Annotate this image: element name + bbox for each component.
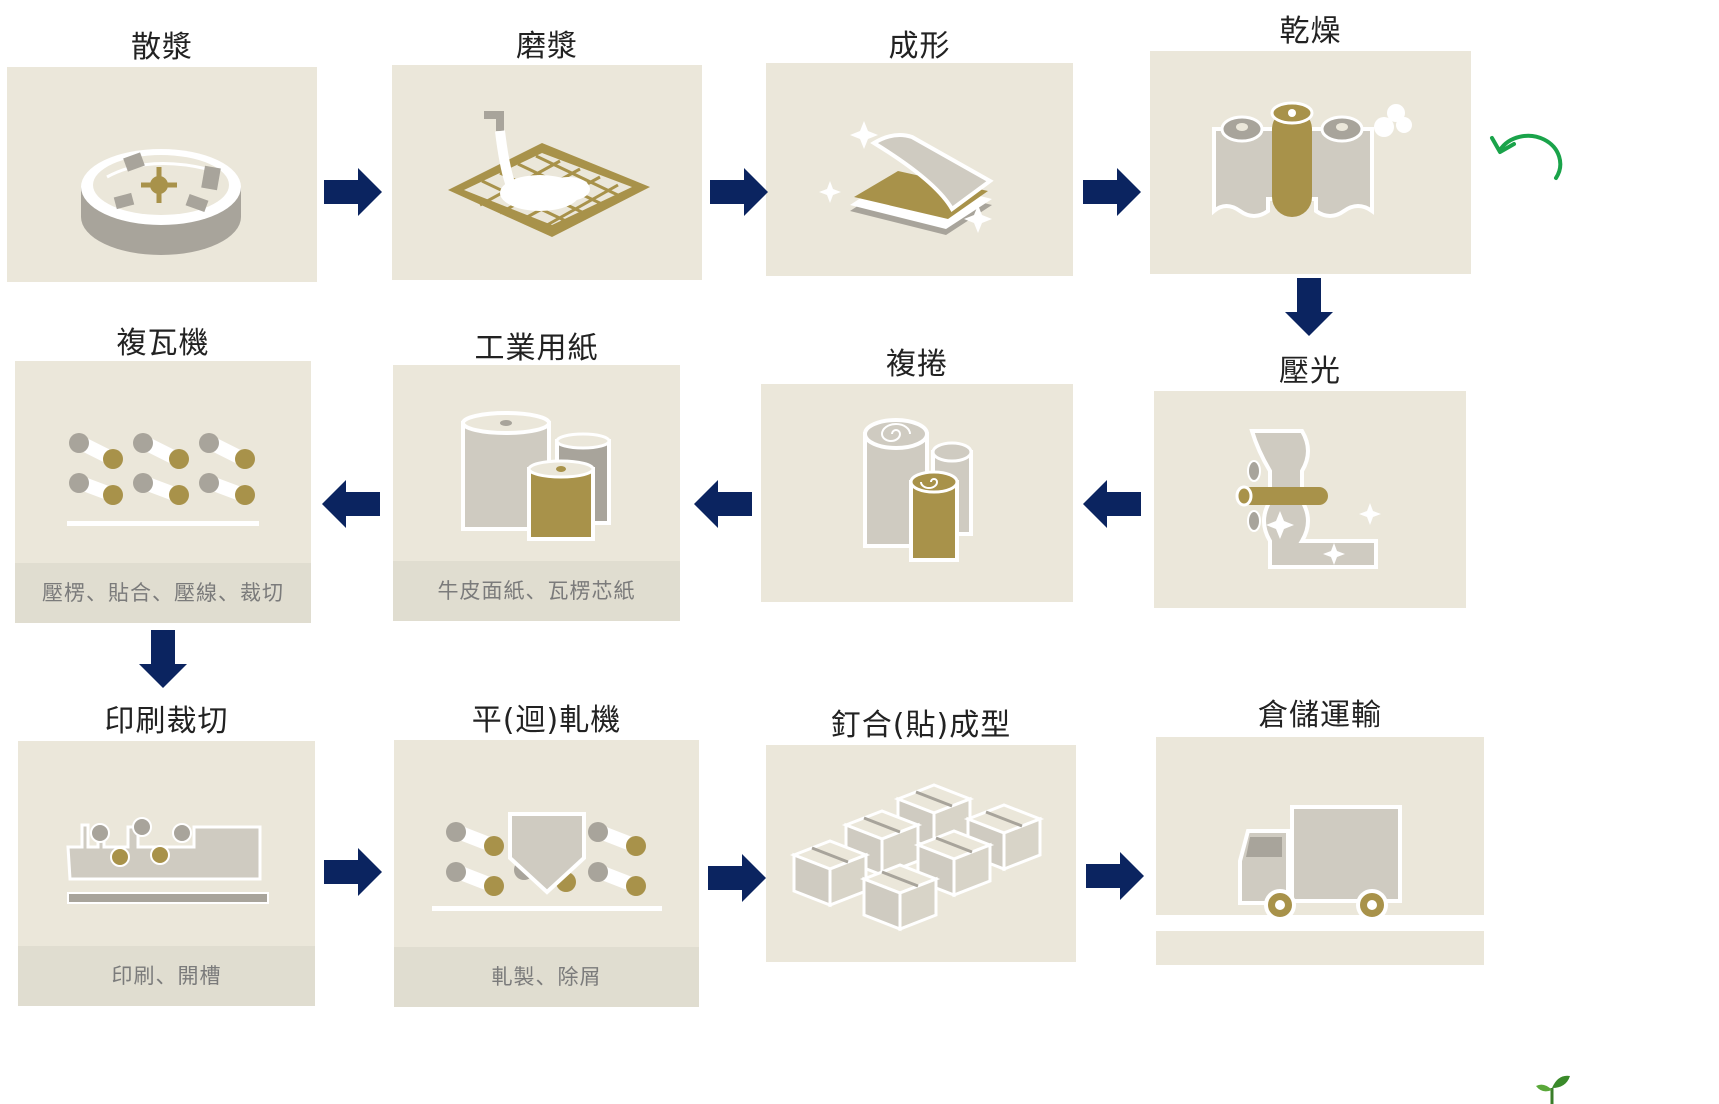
step-card (1150, 51, 1471, 274)
step-card: 軋製、除屑 (394, 740, 699, 1007)
step-logistics: 倉儲運輸 (1156, 688, 1484, 965)
arrow-right-icon (708, 854, 766, 902)
step-card (766, 745, 1076, 962)
arrow-left-icon (322, 480, 380, 528)
step-card (1156, 737, 1484, 965)
step-card: 牛皮面紙、瓦楞芯紙 (393, 365, 680, 621)
step-caption: 印刷、開槽 (18, 946, 315, 1006)
step-title: 釘合(貼)成型 (830, 708, 1012, 743)
step-card (1154, 391, 1466, 608)
step-card (392, 65, 702, 280)
arrow-right-icon (324, 168, 382, 216)
arrow-down-icon (139, 630, 187, 688)
forming-icon (819, 121, 994, 235)
step-card (7, 67, 317, 282)
arrow-left-icon (1083, 480, 1141, 528)
arrow-right-icon (1086, 852, 1144, 900)
step-title: 工業用紙 (474, 331, 599, 366)
arrow-down-icon (1285, 278, 1333, 336)
step-title: 壓光 (1279, 354, 1341, 389)
step-title: 複捲 (886, 347, 948, 382)
pulper-icon (81, 149, 241, 255)
printing-icon (66, 817, 269, 904)
paper-rolls-icon (461, 411, 611, 541)
undo-arrow-icon (1490, 133, 1563, 180)
step-industrial-paper: 工業用紙 牛皮面紙、瓦楞芯紙 (393, 321, 680, 621)
step-drying: 乾燥 (1150, 6, 1471, 274)
step-caption: 軋製、除屑 (394, 947, 699, 1007)
step-card (766, 63, 1073, 276)
step-printing: 印刷裁切 印刷、開槽 (18, 694, 315, 1006)
step-title: 成形 (888, 29, 951, 64)
step-forming: 成形 (766, 18, 1073, 276)
step-title: 磨漿 (516, 29, 578, 64)
step-title: 複瓦機 (116, 326, 210, 361)
arrow-right-icon (1083, 168, 1141, 216)
step-refining: 磨漿 (392, 18, 702, 280)
corrugator-icon (67, 433, 259, 526)
step-title: 散漿 (131, 30, 193, 65)
step-card (761, 384, 1073, 602)
rewinding-icon (863, 418, 973, 562)
die-cutter-icon (432, 812, 662, 911)
drying-icon (1212, 101, 1412, 218)
step-corrugator: 複瓦機 壓楞、貼合、壓線、裁切 (15, 316, 311, 623)
step-pulping: 散漿 (7, 18, 317, 282)
step-card: 印刷、開槽 (18, 741, 315, 1006)
step-card: 壓楞、貼合、壓線、裁切 (15, 361, 311, 623)
step-title: 倉儲運輸 (1258, 698, 1382, 733)
boxes-icon (792, 783, 1042, 931)
step-caption: 壓楞、貼合、壓線、裁切 (15, 563, 311, 623)
step-die-cutting: 平(迴)軋機 軋製、除屑 (394, 693, 699, 1007)
arrow-left-icon (694, 480, 752, 528)
step-title: 平(迴)軋機 (471, 703, 622, 738)
arrow-right-icon (710, 168, 768, 216)
leaf-logo-icon (1536, 1075, 1570, 1104)
step-title: 乾燥 (1279, 14, 1342, 49)
step-caption: 牛皮面紙、瓦楞芯紙 (393, 561, 680, 621)
calendering-icon (1235, 429, 1381, 569)
step-title: 印刷裁切 (104, 704, 229, 739)
arrow-right-icon (324, 848, 382, 896)
step-stitching: 釘合(貼)成型 (766, 698, 1076, 962)
refining-icon (448, 111, 650, 237)
step-rewinding: 複捲 (761, 337, 1073, 602)
step-calendering: 壓光 (1154, 346, 1466, 608)
truck-icon (1156, 805, 1484, 931)
